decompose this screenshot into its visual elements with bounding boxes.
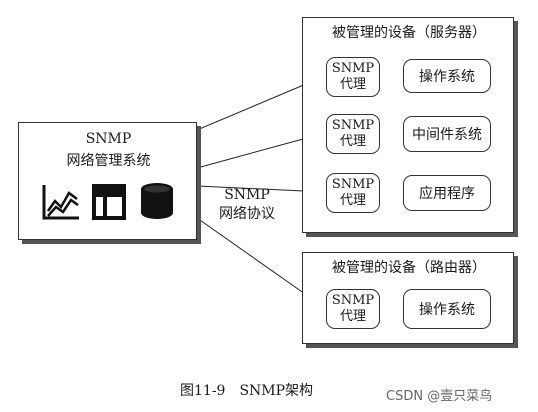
agent-label: SNMP (331, 118, 375, 133)
window-layout-icon (92, 184, 126, 220)
server-device-title: 被管理的设备（服务器） (332, 25, 486, 41)
protocol-line2: 网络协议 (219, 206, 275, 222)
component-middleware: 中间件系统 (403, 116, 491, 152)
nms-title-line2: 网络管理系统 (66, 153, 151, 169)
agent-label: SNMP (331, 293, 375, 308)
server-device-box: 被管理的设备（服务器） SNMP 代理 操作系统 SNMP 代理 中间件系统 S… (302, 17, 514, 233)
router-device-box: 被管理的设备（路由器） SNMP 代理 操作系统 (302, 252, 514, 344)
snmp-agent-middleware: SNMP 代理 (326, 114, 380, 154)
agent-sublabel: 代理 (339, 193, 366, 208)
database-icon (141, 183, 173, 219)
snmp-agent-router: SNMP 代理 (326, 289, 380, 329)
snmp-agent-os: SNMP 代理 (326, 57, 380, 97)
line-chart-icon (42, 185, 79, 220)
agent-sublabel: 代理 (339, 309, 366, 324)
protocol-line1: SNMP (224, 187, 270, 203)
agent-label: SNMP (331, 177, 375, 192)
router-device-title: 被管理的设备（路由器） (332, 260, 486, 276)
agent-label: SNMP (331, 61, 375, 76)
watermark: CSDN @壹只菜鸟 (386, 389, 493, 404)
component-router-os: 操作系统 (403, 289, 491, 329)
agent-sublabel: 代理 (339, 77, 366, 92)
component-app: 应用程序 (403, 175, 491, 211)
agent-sublabel: 代理 (339, 134, 366, 149)
snmp-agent-app: SNMP 代理 (326, 173, 380, 213)
nms-title-line1: SNMP (85, 131, 132, 147)
component-os: 操作系统 (403, 59, 491, 93)
nms-box: SNMP 网络管理系统 (18, 122, 197, 240)
protocol-label: SNMP 网络协议 (212, 186, 282, 224)
figure-caption: 图11-9 SNMP架构 (180, 383, 314, 399)
